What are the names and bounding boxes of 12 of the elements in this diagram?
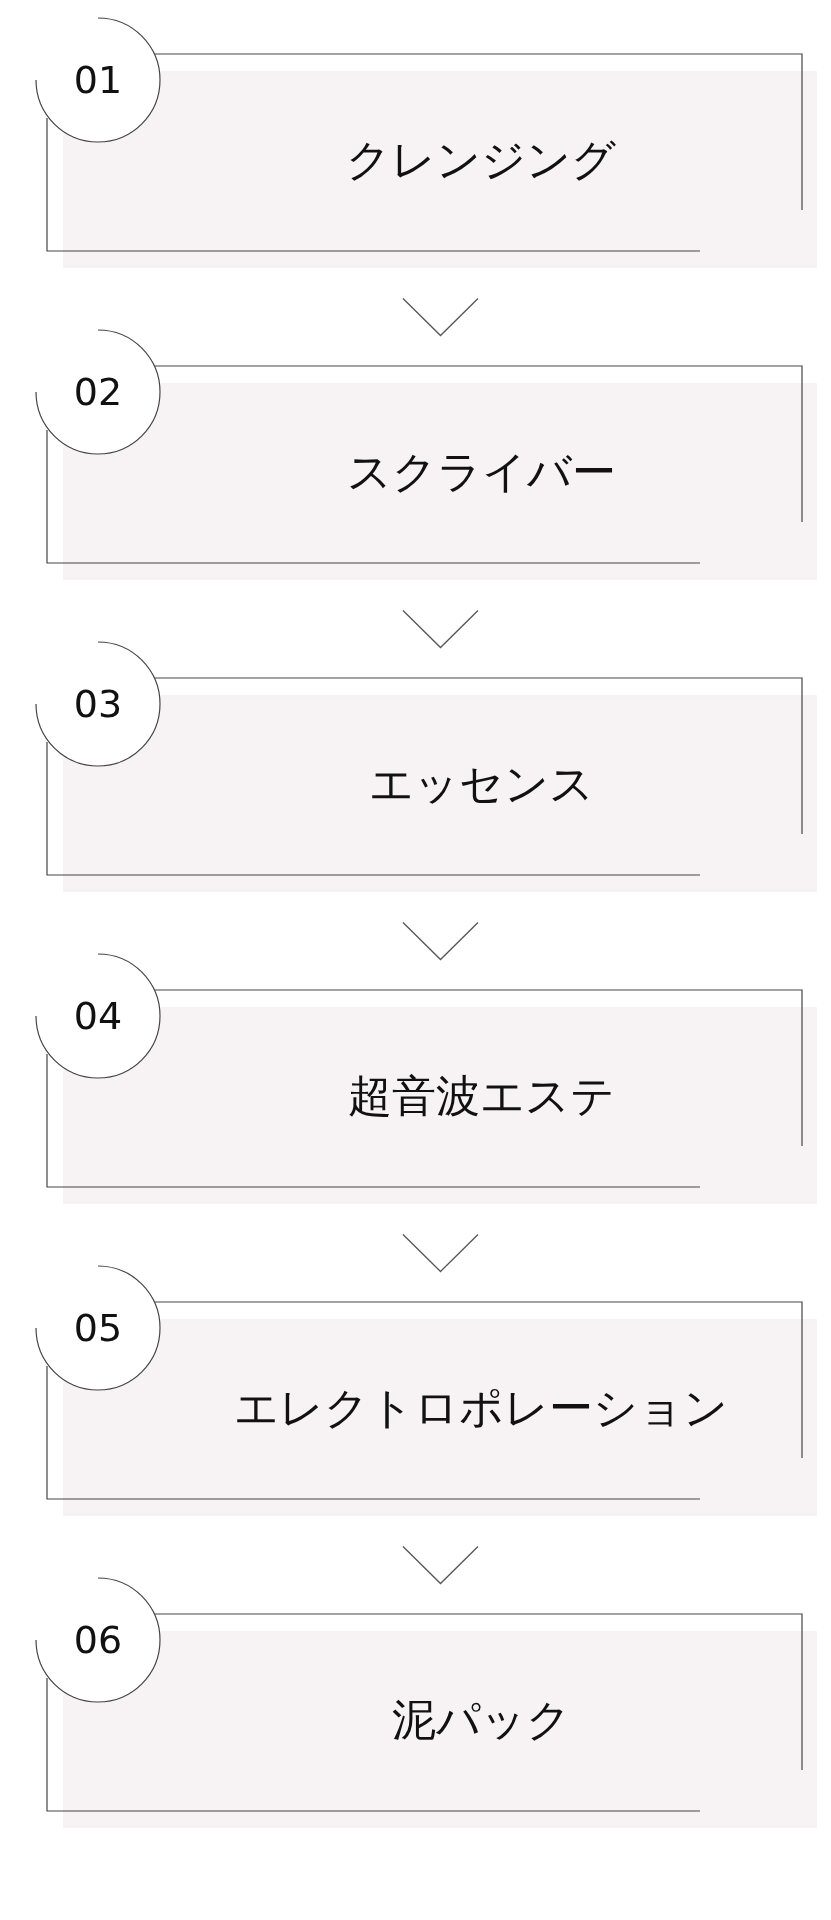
step-number: 02 (72, 369, 124, 416)
step-title: スクライバー (346, 444, 616, 499)
step-number: 01 (72, 57, 124, 104)
step-title: 超音波エステ (347, 1068, 615, 1123)
step-title: 泥パック (391, 1692, 571, 1747)
step-title: クレンジング (346, 132, 616, 187)
step-number: 03 (72, 681, 124, 728)
step-number: 04 (72, 993, 124, 1040)
step-number: 06 (72, 1617, 124, 1664)
step-title: エッセンス (368, 756, 594, 811)
step-title: エレクトロポレーション (234, 1380, 728, 1435)
step-number: 05 (72, 1305, 124, 1352)
